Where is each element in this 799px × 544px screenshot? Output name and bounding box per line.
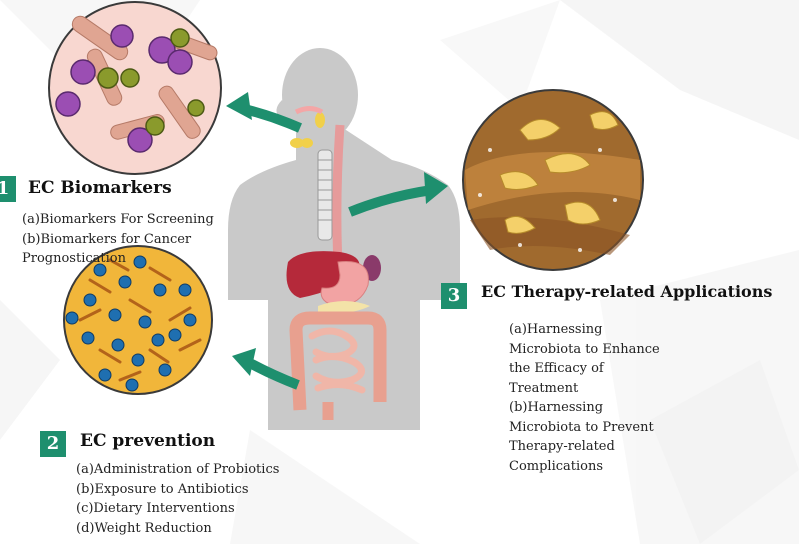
section-1-number-badge: 1 (0, 176, 16, 202)
section-3-list: (a)Harnessing Microbiota to Enhance the … (509, 320, 660, 476)
section-3-item: Therapy-related (509, 439, 615, 454)
section-2-item: (c)Dietary Interventions (76, 501, 235, 516)
section-2-item: (d)Weight Reduction (76, 520, 212, 536)
biomarkers-illustration (48, 1, 222, 175)
section-1-title: EC Biomarkers (28, 178, 172, 198)
section-3-item: Complications (509, 458, 604, 474)
section-3-item: (a)Harnessing (509, 322, 603, 337)
digestive-system (286, 106, 387, 420)
section-2-title: EC prevention (80, 431, 216, 451)
section-3-title: EC Therapy-related Applications (481, 282, 773, 301)
prevention-illustration (63, 245, 213, 395)
arrow-to-prevention (232, 348, 300, 390)
section-3-item: Treatment (509, 380, 579, 396)
section-2-number-badge: 2 (40, 431, 66, 457)
section-3-item: Microbiota to Enhance (509, 341, 660, 357)
section-1-item: (b)Biomarkers for Cancer (22, 231, 192, 247)
arrow-to-therapy (348, 172, 448, 217)
section-3-number-badge: 3 (441, 283, 467, 309)
section-1-item: Prognostication (22, 251, 126, 266)
section-3-item: Microbiota to Prevent (509, 419, 654, 435)
section-1-list: (a)Biomarkers For Screening (b)Biomarker… (22, 210, 214, 269)
section-3-item: the Efficacy of (509, 361, 604, 376)
arrow-to-biomarkers (226, 92, 302, 133)
section-1-item: (a)Biomarkers For Screening (22, 212, 214, 227)
section-2-item: (b)Exposure to Antibiotics (76, 481, 249, 497)
therapy-illustration (462, 89, 644, 271)
section-2-item: (a)Administration of Probiotics (76, 462, 280, 477)
section-2-list: (a)Administration of Probiotics (b)Expos… (76, 460, 279, 538)
section-3-item: (b)Harnessing (509, 400, 604, 415)
